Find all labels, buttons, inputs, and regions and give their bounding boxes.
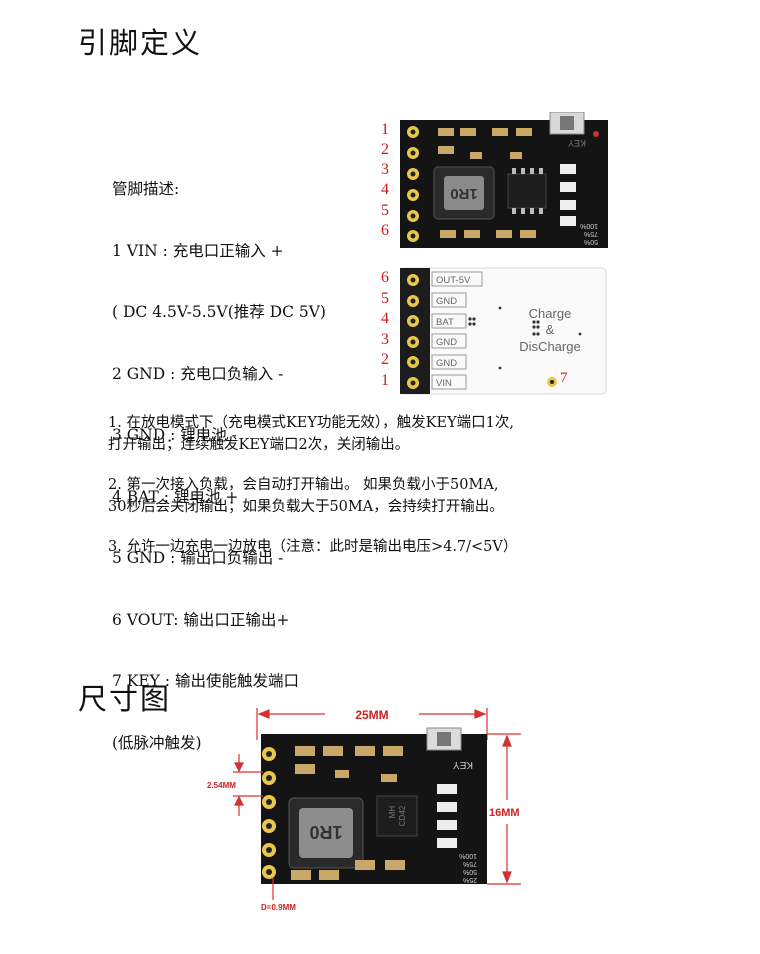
ic-chip-legs <box>512 168 543 214</box>
key-switch-knob <box>560 116 574 130</box>
dim-inductor-top <box>299 808 353 858</box>
pin-number: 6 <box>381 222 389 239</box>
key-pin-number: 7 <box>560 370 568 386</box>
height-label: 16MM <box>489 807 520 819</box>
inductor-top <box>444 176 484 210</box>
pad-label: GND <box>436 358 457 369</box>
pin-number: 1 <box>381 372 389 389</box>
pin-strip <box>400 268 430 394</box>
pct-label: 50% <box>463 868 477 875</box>
pin-number: 2 <box>381 141 389 158</box>
section-title-pins: 引脚定义 <box>78 26 203 60</box>
pct-label: 100% <box>459 852 477 859</box>
pin-number: 6 <box>381 269 389 286</box>
chip-label-line: MH <box>388 806 397 819</box>
pad-label: GND <box>436 337 457 348</box>
note-2: 2. 第一次接入负载，会自动打开输出。 如果负载小于50MA, 30秒后会关闭输… <box>108 477 504 515</box>
pin-description: 管脚描述: 1 VIN : 充电口正输入 + ( DC 4.5V-5.5V(推荐… <box>112 138 326 774</box>
pct-labels: 100% 75% 50% <box>580 222 598 245</box>
pcb-top-photo: 1R0 KEY 100% 75% 50% <box>400 112 608 248</box>
pin-number: 4 <box>381 310 389 327</box>
vias <box>468 306 582 370</box>
pad-label: GND <box>436 296 457 307</box>
width-arrow <box>256 708 488 740</box>
dimension-drawing: 25MM 1R0 MH CD42 KEY 100% 75% 50% 25% <box>207 708 521 912</box>
pitch-arrow <box>233 754 263 816</box>
pin-number: 5 <box>381 202 389 219</box>
pct-label: 75% <box>463 860 477 867</box>
chip-label-line: CD42 <box>398 805 407 826</box>
key-silkscreen: KEY <box>568 138 586 148</box>
dim-inductor-label: 1R0 <box>309 822 342 842</box>
dim-key-switch-knob <box>437 732 451 746</box>
pin-line-2: 2 GND : 充电口负输入 - <box>112 364 284 383</box>
bottom-pads <box>407 274 419 389</box>
pin-line-1-note: ( DC 4.5V-5.5V(推荐 DC 5V) <box>112 303 326 321</box>
pin-line-7-note: (低脉冲触发) <box>112 733 202 752</box>
pin-number: 3 <box>381 161 389 178</box>
pcb-bottom-photo: OUT-5V GND BAT GND GND VIN Charge & DisC… <box>400 267 607 395</box>
note-1: 1. 在放电模式下（充电模式KEY功能无效），触发KEY端口1次, 打开输出；连… <box>108 415 515 453</box>
pct-label: 75% <box>584 230 598 237</box>
pct-label: 100% <box>580 222 598 229</box>
pcb-bottom-body <box>400 267 607 395</box>
pin-line-1: 1 VIN : 充电口正输入 + <box>112 241 284 260</box>
brand-line: & <box>546 322 555 337</box>
pct-label: 25% <box>463 876 477 883</box>
height-arrow <box>487 733 521 885</box>
pin-pads <box>407 126 419 242</box>
power-led <box>593 131 599 137</box>
brand-text: Charge & DisCharge <box>519 306 580 354</box>
passive-components <box>438 128 536 238</box>
pin-description-heading: 管脚描述: <box>112 180 180 198</box>
ic-chip <box>507 173 547 209</box>
section-title-size: 尺寸图 <box>78 682 172 716</box>
pin-line-5: 5 GND : 输出口负输出 - <box>112 549 284 567</box>
dim-ic-chip <box>376 795 418 837</box>
dim-leds <box>437 784 457 848</box>
key-pad-hole <box>550 380 554 384</box>
brand-line: DisCharge <box>519 339 580 354</box>
pin-number: 2 <box>381 351 389 368</box>
pin-line-4: 4 BAT : 锂电池 + <box>112 487 239 506</box>
pin-number: 3 <box>381 331 389 348</box>
inductor-label: 1R0 <box>450 185 478 202</box>
hole-label: D=0.9MM <box>261 903 296 912</box>
pin-number: 5 <box>381 290 389 307</box>
note-3: 3. 允许一边充电一边放电（注意：此时是输出电压>4.7/<5V） <box>108 539 518 555</box>
pad-label: BAT <box>436 317 454 328</box>
pad-label: VIN <box>436 378 452 389</box>
pin-number: 4 <box>381 181 389 198</box>
brand-line: Charge <box>529 306 572 321</box>
width-label: 25MM <box>355 708 388 722</box>
pin-line-6: 6 VOUT: 输出口正输出+ <box>112 610 290 629</box>
pin-line-7: 7 KEY : 输出使能触发端口 <box>112 672 299 690</box>
dim-passives <box>291 746 405 880</box>
dim-pin-pads <box>262 747 276 879</box>
pad-labels: OUT-5V GND BAT GND GND VIN <box>431 271 483 390</box>
dim-pct-labels: 100% 75% 50% 25% <box>459 852 477 883</box>
pin-line-3: 3 GND : 锂电池 - <box>112 426 237 444</box>
pct-label: 50% <box>584 238 598 245</box>
led-indicators <box>560 164 576 226</box>
dim-chip-label: MH CD42 <box>388 805 407 826</box>
pad-label: OUT-5V <box>436 275 471 286</box>
pitch-label: 2.54MM <box>207 781 236 790</box>
dim-key-silkscreen: KEY <box>453 759 473 770</box>
pin-number: 1 <box>381 121 389 138</box>
